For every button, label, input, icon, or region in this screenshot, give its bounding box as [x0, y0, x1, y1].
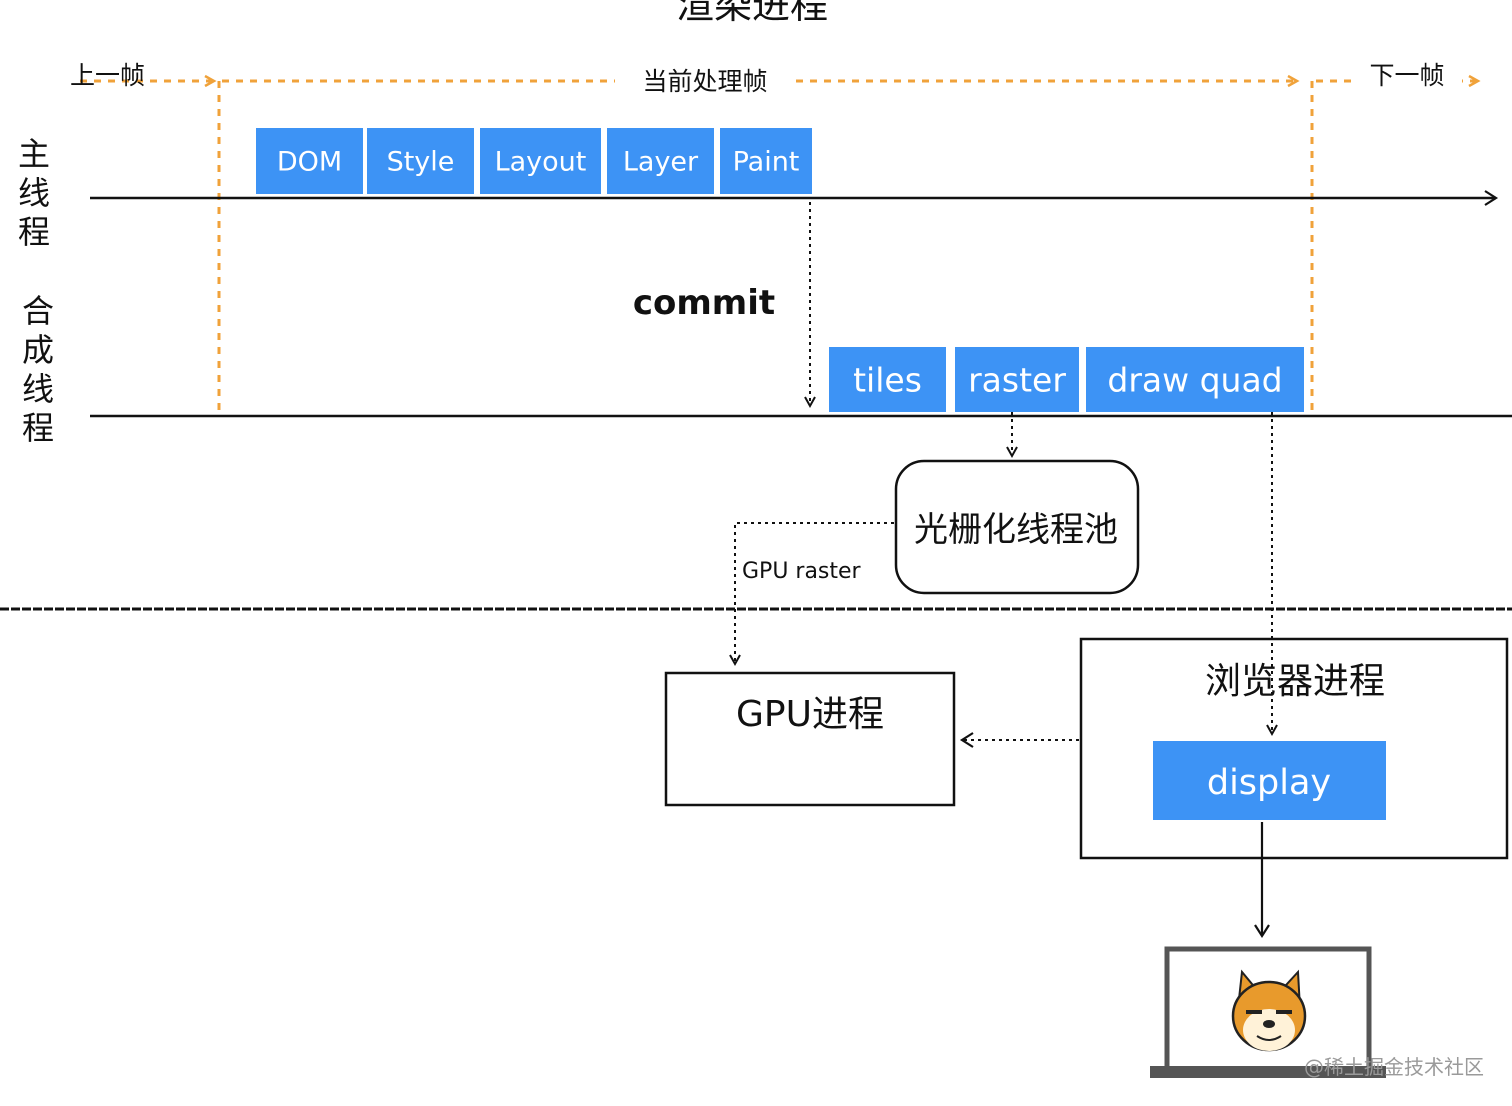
compositor-thread-label: 合成线程: [22, 292, 54, 447]
main-thread-label: 主线程: [18, 135, 50, 251]
stage-style-label: Style: [387, 147, 455, 178]
browser-process-box: [1079, 637, 1509, 860]
frame-markers: 上一帧 当前处理帧 下一帧: [70, 61, 1481, 414]
gpu-process-box: [664, 671, 956, 807]
stage-draw-quad-label: draw quad: [1107, 360, 1282, 399]
current-frame-label: 当前处理帧: [642, 67, 767, 96]
raster-thread-pool-box: [894, 459, 1140, 595]
diagram-title: 渲染进程: [676, 0, 828, 27]
browser-process-label: 浏览器进程: [1205, 661, 1385, 702]
gpu-raster-path: [729, 522, 894, 667]
stage-style-box: [367, 128, 474, 194]
thread-labels: 主线程 合成线程: [18, 135, 54, 447]
stage-layer-label: Layer: [623, 147, 699, 178]
stage-dom-label: DOM: [277, 147, 342, 178]
stage-dom-box: [256, 128, 363, 194]
stage-draw-quad-box: [1086, 347, 1304, 412]
stage-paint-box: [720, 128, 812, 194]
raster-thread-pool-label: 光栅化线程池: [914, 510, 1118, 550]
compositor-thread-stages: tiles raster draw quad: [829, 347, 1304, 412]
stage-layer-box: [607, 128, 714, 194]
display-box: [1153, 741, 1386, 820]
main-thread-stages: DOM Style Layout Layer Paint: [256, 128, 812, 194]
stage-paint-label: Paint: [733, 147, 800, 178]
stage-raster-box: [955, 347, 1079, 412]
stage-raster-label: raster: [968, 360, 1066, 399]
gpu-raster-label: GPU raster: [742, 559, 862, 584]
stage-tiles-box: [829, 347, 946, 412]
doge-icon: [1231, 969, 1307, 1052]
display-label: display: [1207, 763, 1331, 803]
commit-label: commit: [633, 283, 775, 323]
prev-frame-label: 上一帧: [70, 61, 145, 90]
gpu-process-label: GPU进程: [736, 694, 884, 735]
next-frame-label: 下一帧: [1369, 61, 1444, 90]
stage-layout-label: Layout: [495, 147, 587, 178]
watermark: @稀土掘金技术社区: [1304, 1055, 1484, 1079]
stage-layout-box: [480, 128, 601, 194]
stage-tiles-label: tiles: [853, 360, 922, 399]
